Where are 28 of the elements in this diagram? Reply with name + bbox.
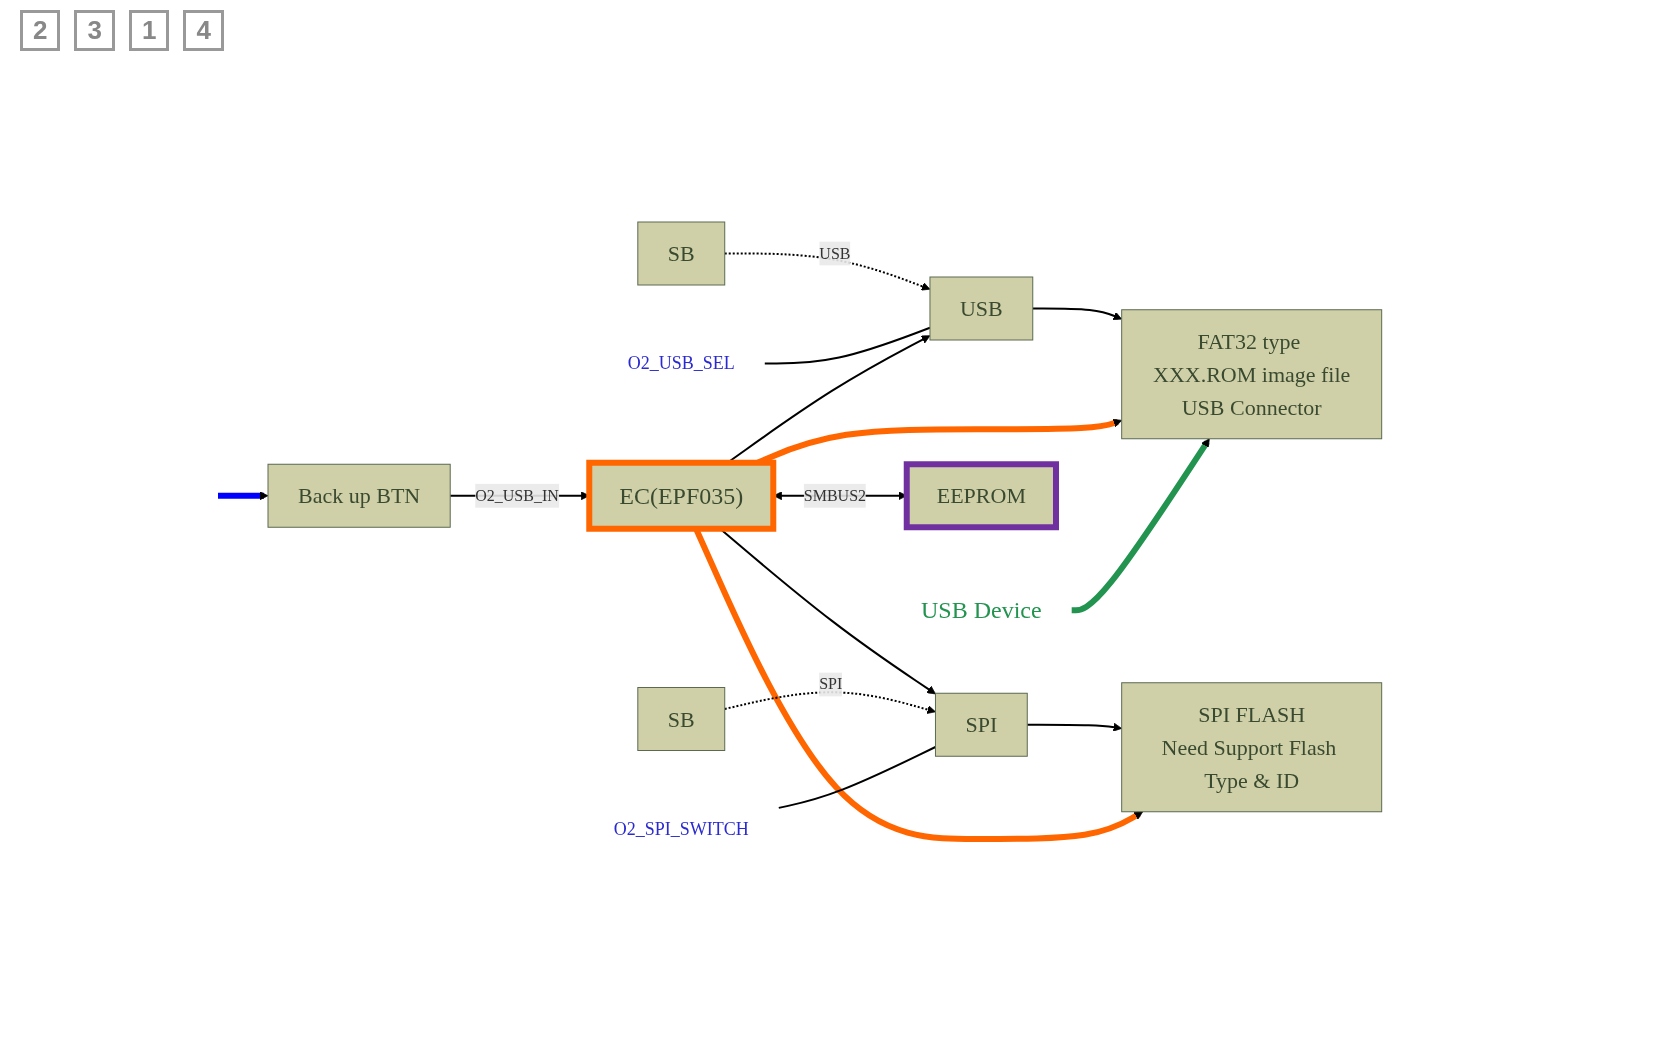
edge-label: O2_USB_IN [475, 487, 559, 504]
node-box: SB [637, 687, 726, 752]
edge-label: USB [819, 244, 851, 262]
arrow [1026, 723, 1123, 732]
connector [763, 327, 932, 365]
callout-number: 3 [74, 10, 115, 51]
node-box: EEPROM [903, 461, 1060, 531]
node-box: USB [929, 276, 1034, 341]
node-box: Back up BTN [267, 464, 451, 528]
edge-label: SMBUS2 [803, 487, 867, 504]
callout-number: 2 [20, 10, 61, 51]
node-box: EC(EPF035) [586, 460, 777, 532]
node-box: SPI FLASH Need Support Flash Type & ID [1121, 682, 1383, 813]
edge-label: SPI [819, 675, 843, 693]
arrow [723, 691, 936, 715]
arrow [1071, 438, 1210, 614]
node-box: SPI [935, 693, 1028, 757]
connector [777, 746, 937, 810]
arrow [723, 252, 931, 291]
node-box: SB [637, 221, 726, 286]
node-text: USB Device [921, 597, 1042, 624]
node-text: O2_USB_SEL [627, 353, 735, 374]
callout-number: 1 [128, 10, 170, 51]
node-text: O2_SPI_SWITCH [613, 818, 749, 839]
arrow [218, 491, 269, 501]
node-box: FAT32 type XXX.ROM image file USB Connector [1121, 309, 1383, 440]
arrow [1031, 307, 1123, 321]
callout-number: 4 [183, 10, 224, 51]
